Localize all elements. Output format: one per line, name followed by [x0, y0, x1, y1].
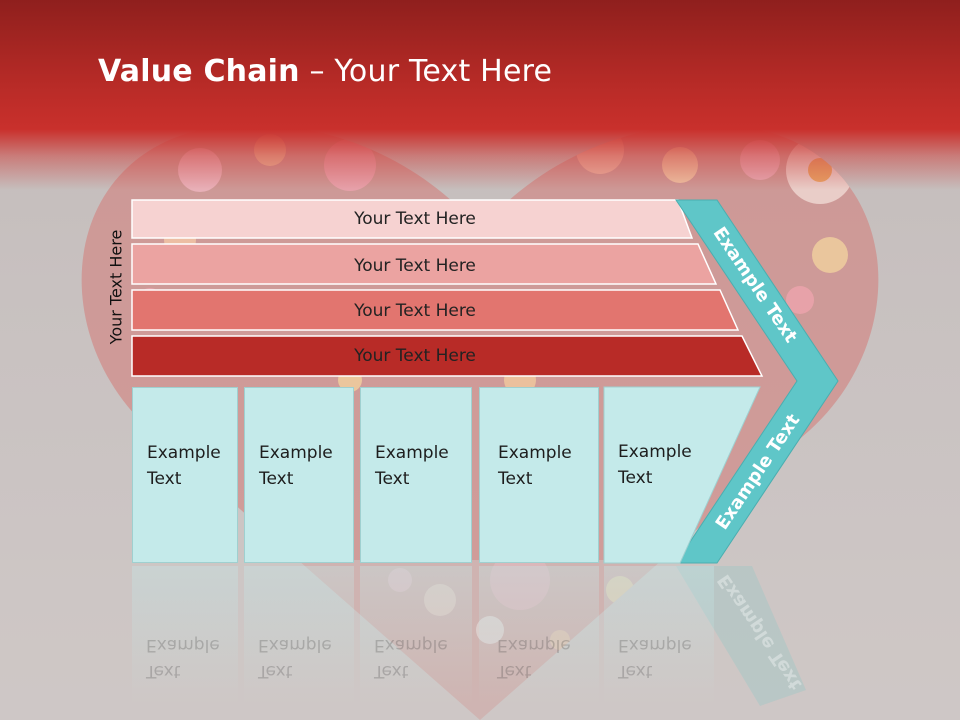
box-1-reflection-line-2: Text — [146, 661, 181, 681]
box-2-line-2: Text — [259, 469, 294, 489]
chevron-reflection — [676, 566, 806, 706]
box-2-reflection: Text Example — [244, 566, 354, 706]
box-3-reflection-line-2: Text — [374, 661, 409, 681]
value-bar-3[interactable] — [131, 289, 740, 331]
box-2-reflection-line-2: Text — [258, 661, 293, 681]
bar-3-label: Your Text Here — [354, 301, 476, 321]
slide-title: Value Chain – Your Text Here — [98, 54, 552, 89]
box-2-reflection-line-1: Example — [258, 635, 332, 655]
title-rest: – Your Text Here — [299, 54, 553, 89]
box-5-reflection: Text Example — [604, 566, 714, 706]
box-3-reflection: Text Example — [360, 566, 472, 706]
box-1-line-2: Text — [147, 469, 182, 489]
side-label: Your Text Here — [106, 229, 126, 345]
value-bar-4[interactable] — [131, 335, 764, 377]
title-bold: Value Chain — [98, 54, 300, 89]
box-3-line-1: Example — [375, 443, 449, 463]
value-bar-1[interactable] — [131, 199, 694, 239]
bar-2-label: Your Text Here — [354, 256, 476, 276]
box-5-wedge — [603, 386, 761, 564]
box-3-line-2: Text — [375, 469, 410, 489]
box-4-reflection-line-2: Text — [497, 661, 532, 681]
box-1-reflection-line-1: Example — [146, 635, 220, 655]
header-band — [0, 0, 960, 190]
chevron-arrow[interactable] — [675, 199, 839, 564]
bar-4-label: Your Text Here — [354, 346, 476, 366]
box-4-line-1: Example — [498, 443, 572, 463]
bar-1-label: Your Text Here — [354, 209, 476, 229]
box-5-line-1: Example — [618, 442, 692, 462]
box-4-line-2: Text — [498, 469, 533, 489]
box-5-reflection-line-1: Example — [618, 635, 692, 655]
box-3-reflection-line-1: Example — [374, 635, 448, 655]
box-5-reflection-line-2: Text — [618, 661, 653, 681]
box-4-reflection-line-1: Example — [497, 635, 571, 655]
box-1-line-1: Example — [147, 443, 221, 463]
value-bar-2[interactable] — [131, 243, 718, 285]
box-5-line-2: Text — [618, 468, 653, 488]
box-1-reflection: Text Example — [132, 566, 238, 706]
box-2-line-1: Example — [259, 443, 333, 463]
box-4-reflection: Text Example — [479, 566, 599, 706]
